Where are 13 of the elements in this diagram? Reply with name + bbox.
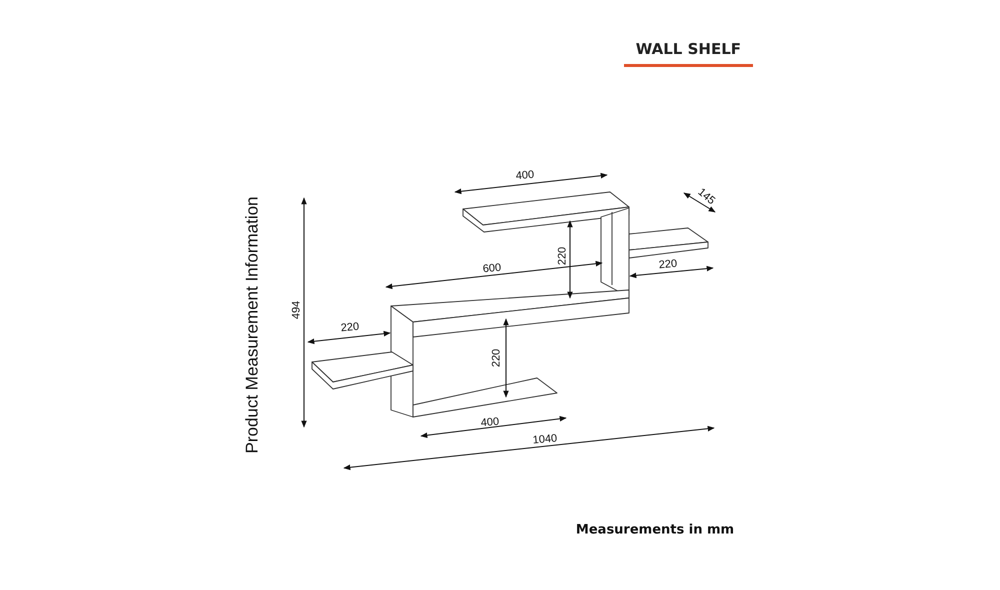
dimension-label: 400 (480, 416, 500, 430)
title: WALL SHELF (624, 40, 753, 67)
dimension-label: 600 (482, 262, 502, 276)
dimension-label: 220 (340, 322, 360, 334)
dimension-label: 145 (695, 186, 717, 208)
dimension-label: 400 (515, 170, 535, 182)
dimension-label: 494 (292, 300, 302, 320)
vertical-heading: Product Measurement Information (244, 196, 260, 454)
dimension-label: 220 (492, 348, 502, 368)
dimension-label: 220 (558, 246, 568, 266)
dimension-label: 1040 (532, 433, 558, 447)
dimension-label: 220 (658, 258, 678, 272)
units-note: Measurements in mm (576, 524, 734, 536)
